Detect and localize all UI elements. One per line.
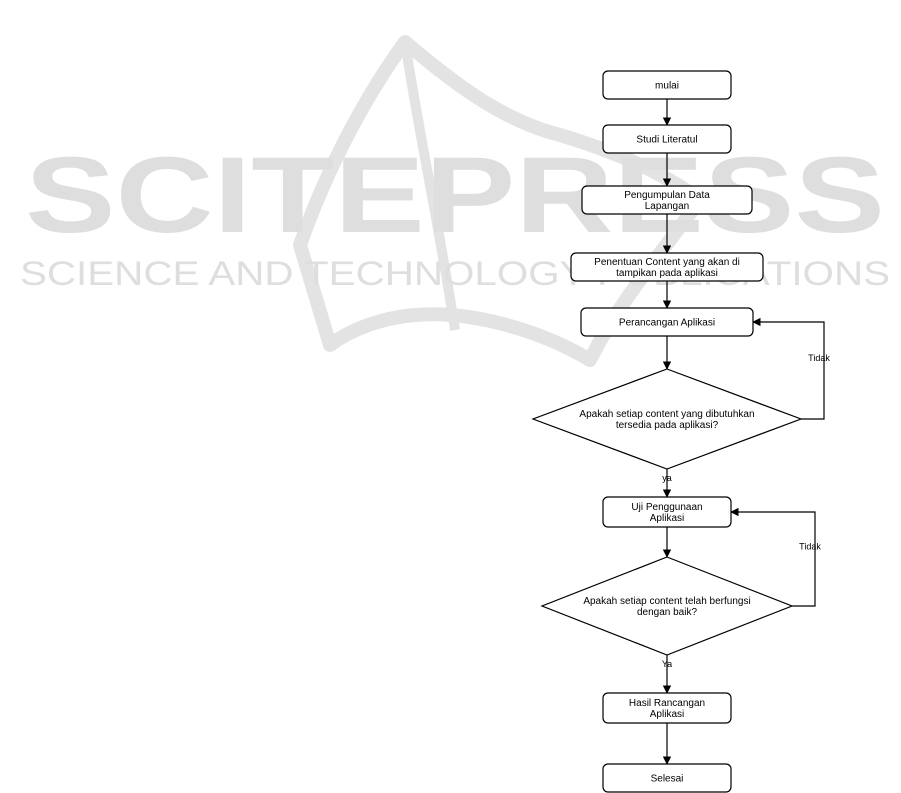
flow-node-text: Apakah setiap content telah berfungsi: [583, 596, 750, 607]
process-box: [602, 763, 732, 793]
flow-node-text: Aplikasi: [650, 709, 684, 720]
flow-node-text: tampikan pada aplikasi: [616, 268, 718, 279]
process-box: [570, 252, 764, 282]
flow-node-text: Hasil Rancangan: [629, 698, 705, 709]
flow-node-text: Lapangan: [645, 201, 690, 212]
edge-label: Tidak: [799, 542, 821, 552]
watermark-title: SCITEPRESS: [25, 134, 885, 255]
flow-node-text: Uji Penggunaan: [631, 502, 702, 513]
edge-label: Tidak: [808, 353, 830, 363]
flow-node-text: dengan baik?: [637, 607, 697, 618]
flowchart-edges: [662, 99, 825, 765]
flow-node-text: Studi Literatul: [636, 135, 697, 146]
process-box: [580, 307, 754, 337]
flow-node-text: Pengumpulan Data: [624, 190, 710, 201]
flow-node-mulai: mulai: [602, 70, 732, 100]
process-box: [602, 124, 732, 154]
flow-node-perancangan: Perancangan Aplikasi: [580, 307, 754, 337]
flow-node-text: Selesai: [651, 774, 684, 785]
process-box: [602, 70, 732, 100]
watermark: SCITEPRESS SCIENCE AND TECHNOLOGY PUBLIC…: [20, 35, 890, 367]
flow-node-text: Apakah setiap content yang dibutuhkan: [579, 409, 754, 420]
decision-diamond: [531, 368, 803, 470]
process-box: [602, 496, 732, 528]
flow-node-selesai: Selesai: [602, 763, 732, 793]
flow-node-text: Penentuan Content yang akan di: [594, 257, 740, 268]
flow-node-text: Aplikasi: [650, 513, 684, 524]
process-box: [581, 185, 753, 215]
watermark-book-spine: [400, 41, 460, 331]
flow-node-studi: Studi Literatul: [602, 124, 732, 154]
edge-label: ya: [662, 473, 672, 483]
flow-node-decision2: Apakah setiap content telah berfungsiden…: [540, 556, 794, 656]
flow-node-decision1: Apakah setiap content yang dibutuhkanter…: [531, 368, 803, 470]
flow-node-text: Perancangan Aplikasi: [619, 318, 715, 329]
flow-arrow: [752, 317, 825, 420]
process-box: [602, 692, 732, 724]
flow-node-text: tersedia pada aplikasi?: [616, 420, 719, 431]
flow-arrow: [730, 507, 816, 607]
flow-node-text: mulai: [655, 81, 679, 92]
edge-label: Ya: [662, 659, 672, 669]
decision-diamond: [540, 556, 794, 656]
